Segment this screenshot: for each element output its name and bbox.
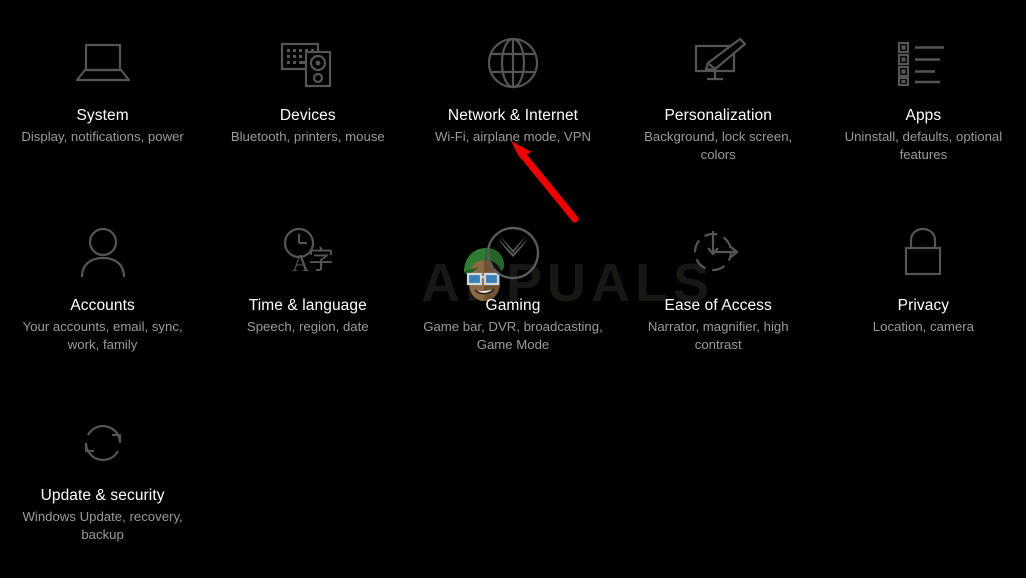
tile-subtitle: Bluetooth, printers, mouse [230, 129, 385, 144]
tile-subtitle: Windows Update, recovery, backup [22, 509, 183, 542]
tile-title: Accounts [70, 297, 135, 314]
tile-subtitle: Your accounts, email, sync, work, family [22, 319, 183, 352]
laptop-icon [66, 26, 140, 100]
svg-text:A: A [292, 251, 310, 277]
person-icon [66, 216, 140, 290]
globe-icon [476, 26, 550, 100]
tile-title: Personalization [664, 107, 772, 124]
tile-subtitle: Background, lock screen, colors [644, 129, 793, 162]
svg-text:字: 字 [308, 246, 334, 276]
tile-subtitle: Speech, region, date [246, 319, 369, 334]
monitor-paintbrush-icon [681, 26, 755, 100]
settings-tile-time-language[interactable]: A 字 Time & language Speech, region, date [205, 190, 410, 380]
tile-subtitle: Wi-Fi, airplane mode, VPN [434, 129, 592, 144]
settings-tile-network-internet[interactable]: Network & Internet Wi-Fi, airplane mode,… [410, 0, 615, 190]
settings-tile-apps[interactable]: Apps Uninstall, defaults, optional featu… [821, 0, 1026, 190]
settings-tile-devices[interactable]: Devices Bluetooth, printers, mouse [205, 0, 410, 190]
settings-tile-gaming[interactable]: Gaming Game bar, DVR, broadcasting, Game… [410, 190, 615, 380]
tile-title: System [76, 107, 129, 124]
tile-title: Update & security [40, 487, 165, 504]
settings-tile-accounts[interactable]: Accounts Your accounts, email, sync, wor… [0, 190, 205, 380]
lock-icon [886, 216, 960, 290]
clock-language-icon: A 字 [271, 216, 345, 290]
refresh-circle-icon [66, 406, 140, 480]
tile-title: Devices [279, 107, 336, 124]
settings-tile-privacy[interactable]: Privacy Location, camera [821, 190, 1026, 380]
tile-subtitle: Display, notifications, power [21, 129, 184, 144]
ease-of-access-icon [681, 216, 755, 290]
settings-tile-personalization[interactable]: Personalization Background, lock screen,… [616, 0, 821, 190]
settings-tile-ease-of-access[interactable]: Ease of Access Narrator, magnifier, high… [616, 190, 821, 380]
tile-title: Privacy [897, 297, 950, 314]
tile-title: Network & Internet [447, 107, 579, 124]
tile-subtitle: Narrator, magnifier, high contrast [647, 319, 789, 352]
tile-subtitle: Location, camera [872, 319, 974, 334]
settings-tile-update-security[interactable]: Update & security Windows Update, recove… [0, 380, 205, 578]
app-list-icon [886, 26, 960, 100]
tile-title: Gaming [485, 297, 541, 314]
tile-title: Time & language [248, 297, 367, 314]
tile-title: Apps [905, 107, 942, 124]
tile-subtitle: Uninstall, defaults, optional features [844, 129, 1003, 162]
tile-subtitle: Game bar, DVR, broadcasting, Game Mode [423, 319, 603, 352]
keyboard-device-icon [271, 26, 345, 100]
xbox-icon [476, 216, 550, 290]
tile-title: Ease of Access [664, 297, 772, 314]
settings-tile-system[interactable]: System Display, notifications, power [0, 0, 205, 190]
